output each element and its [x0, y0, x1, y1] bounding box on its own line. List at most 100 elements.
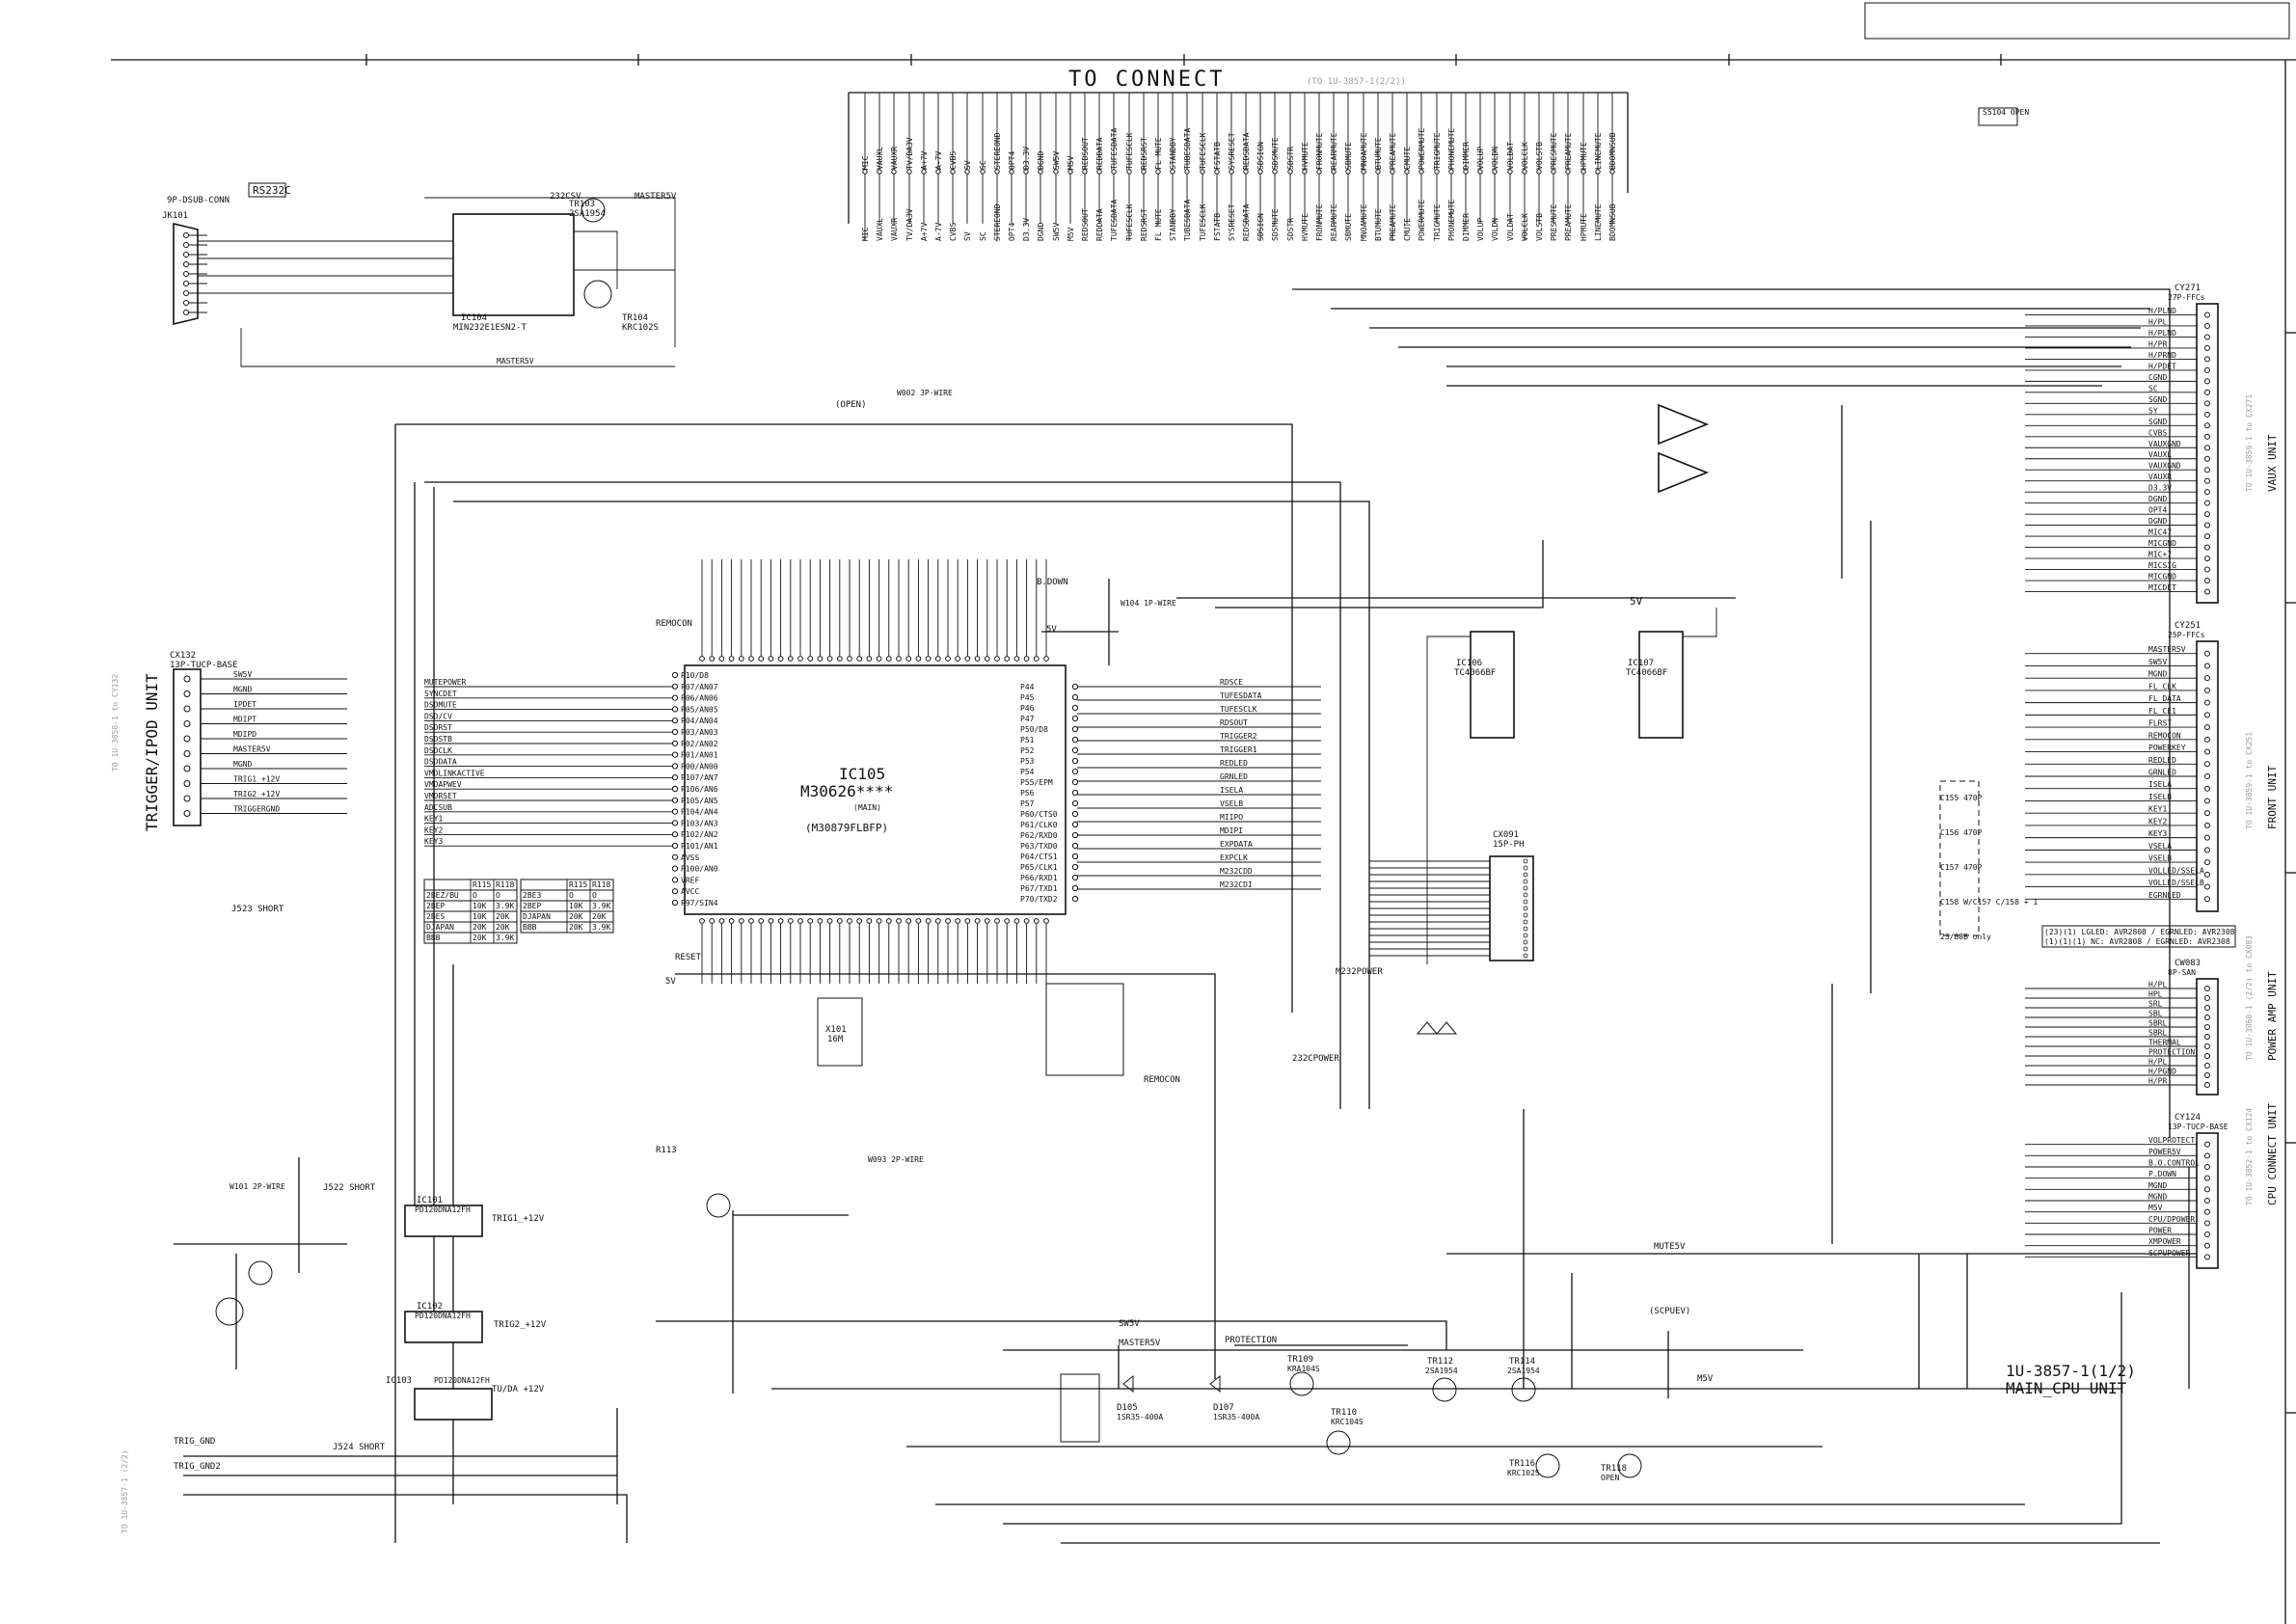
right-conn-pin-label: SBRL [2148, 1029, 2167, 1038]
mcu-bottom-pin [738, 918, 744, 924]
right-conn-pin-label: DGND [2148, 495, 2167, 503]
mcu-top-pin [934, 656, 941, 662]
bus-signal-label-lower: BDOMNSUB [1608, 203, 1617, 241]
mcu-left-pin [671, 842, 679, 850]
db9-pin [183, 310, 189, 315]
audio-switch-block: IC106 TC4066BF IC107 TC4066BF CX091 15P-… [656, 389, 1717, 964]
mcu-left-pin-label: P104/AN4 [681, 808, 718, 817]
bus-signal-label-lower: OPT4 [1008, 223, 1016, 241]
rs232-block: RS232C 9P-DSUB-CONN JK101 IC104 MIN232E1… [162, 182, 677, 367]
bus-signal-label: SYSRESET [1228, 132, 1236, 170]
right-conn-pin-label: CVBS [2148, 428, 2167, 437]
right-conn-pin [2204, 1152, 2210, 1159]
mcu-top-pin [945, 656, 951, 662]
variant-table-cell: 2BE3 [523, 891, 541, 900]
right-conn-pin-label: CGND [2148, 373, 2167, 382]
right-conn-pin [2204, 322, 2210, 329]
bus-pin [1126, 169, 1132, 175]
mcu-top-pin [994, 656, 1000, 662]
bus-signal-label-lower: VAUXL [876, 218, 884, 241]
ic101-body [404, 1204, 483, 1237]
right-net-label: MIIPO [1220, 813, 1243, 822]
mcu-left-pin [671, 853, 679, 860]
right-conn-pin-label: VSELA [2148, 842, 2172, 851]
right-conn-pin [2204, 311, 2210, 318]
mcu-right-pin [1071, 757, 1079, 765]
cx091-pin [1523, 885, 1528, 891]
cx132-pin-label: SW5V [233, 670, 252, 679]
right-conn-pin [2204, 455, 2210, 462]
bus-signal-label-lower: REDSRST [1140, 208, 1148, 241]
mcu-bottom-pin [974, 918, 981, 924]
bus-pin [980, 169, 986, 175]
mcu-bottom-pin [1023, 918, 1030, 924]
bus-signal-label-lower: SDSIGN [1256, 213, 1265, 241]
bus-signal-label: PRESMUTE [1550, 132, 1558, 170]
bus-pin [964, 169, 970, 175]
mcu-tag: (MAIN) [853, 803, 881, 812]
right-conn-pin [2204, 687, 2210, 693]
bus-pin [1434, 169, 1440, 175]
bus-signal-label-lower: SC [979, 231, 987, 241]
bus-signal-label-lower: M5V [1067, 227, 1075, 241]
left-net-label: ADCSUB [424, 803, 452, 812]
right-net-label: TUFESCLK [1220, 705, 1257, 714]
bus-signal-label-lower: VOLDN [1491, 218, 1499, 241]
bus-signal-label: REDDATA [1095, 137, 1104, 170]
right-conn-pin [2204, 378, 2210, 385]
tr112-symbol [1432, 1377, 1457, 1402]
right-conn-pin-label: SGND [2148, 418, 2167, 426]
left-net-label: VMDAPWEV [424, 780, 462, 789]
bus-signal-label-lower: SV [963, 231, 972, 241]
cx132-pin-label: IPDET [233, 700, 257, 709]
mcu-top-pin [856, 656, 863, 662]
right-conn-pin [2204, 356, 2210, 363]
bus-signal-label-lower: D3.3V [1022, 218, 1031, 241]
right-conn-pin-label: MGND [2148, 1193, 2167, 1202]
mcu-top-pin [984, 656, 990, 662]
ic107-part: TC4066BF [1626, 668, 1667, 678]
bus-signal-label-lower: VOLUP [1476, 218, 1485, 241]
bus-pin [1038, 169, 1043, 175]
tr102-symbol [248, 1260, 273, 1286]
s5104-box [1978, 107, 2018, 126]
right-conn-pin [2204, 400, 2210, 407]
bus-signal-label: VOLCLK [1521, 142, 1529, 170]
right-net-label: VSELB [1220, 799, 1243, 808]
mcu-left-pin [671, 671, 679, 679]
bus-pin [1243, 169, 1249, 175]
bus-signal-label-lower: A-7V [934, 223, 943, 241]
bus-signal-label: VOLUP [1476, 147, 1485, 170]
tr103-symbol [581, 198, 606, 223]
bus-signal-label-lower: REARMUTE [1330, 203, 1338, 241]
bus-signal-label: PREAMUTE [1564, 132, 1573, 170]
right-conn-pin-label: MICGND [2148, 539, 2176, 548]
ic106-part: TC4066BF [1454, 668, 1496, 678]
w002-label: W002 3P-WIRE [897, 389, 953, 397]
right-unit-ref: TO 1U-3859-1 to CX251 [2245, 732, 2254, 829]
right-conn-pin-label: D3.3V [2148, 484, 2172, 493]
bus-pin [1448, 169, 1454, 175]
mcu-right-pin-label: P45 [1020, 693, 1035, 702]
cx132-pin-label: MGND [233, 686, 252, 694]
bus-pin [1257, 169, 1263, 175]
right-conn-pin [2204, 995, 2210, 1001]
s5104-label: S5104 OPEN [1983, 108, 2029, 117]
bus-signal-label-lower: TUFESCLK [1125, 203, 1134, 241]
bus-pin [906, 169, 912, 175]
bus-signal-label: TUFESCLK [1125, 132, 1134, 170]
mcu-top-pin [866, 656, 873, 662]
bus-pin [1184, 169, 1190, 175]
mcu-bottom-pin [807, 918, 814, 924]
m232-label: M232POWER [1336, 967, 1383, 977]
mcu-bottom-pin [758, 918, 765, 924]
bus-pin [1463, 169, 1469, 175]
trigger-ipod-title: TRIGGER/IPOD UNIT [143, 673, 161, 831]
mcu-right-pin-label: P50/D8 [1020, 725, 1048, 734]
right-conn-pin-label: H/PDET [2148, 362, 2176, 370]
mcu-body [684, 664, 1067, 915]
right-conn-pin-label: THERMAL [2148, 1039, 2181, 1047]
bus-signal-label: SDSIGN [1256, 142, 1265, 170]
left-net-label: DSDDATA [424, 758, 457, 767]
right-conn-pin [2204, 699, 2210, 706]
